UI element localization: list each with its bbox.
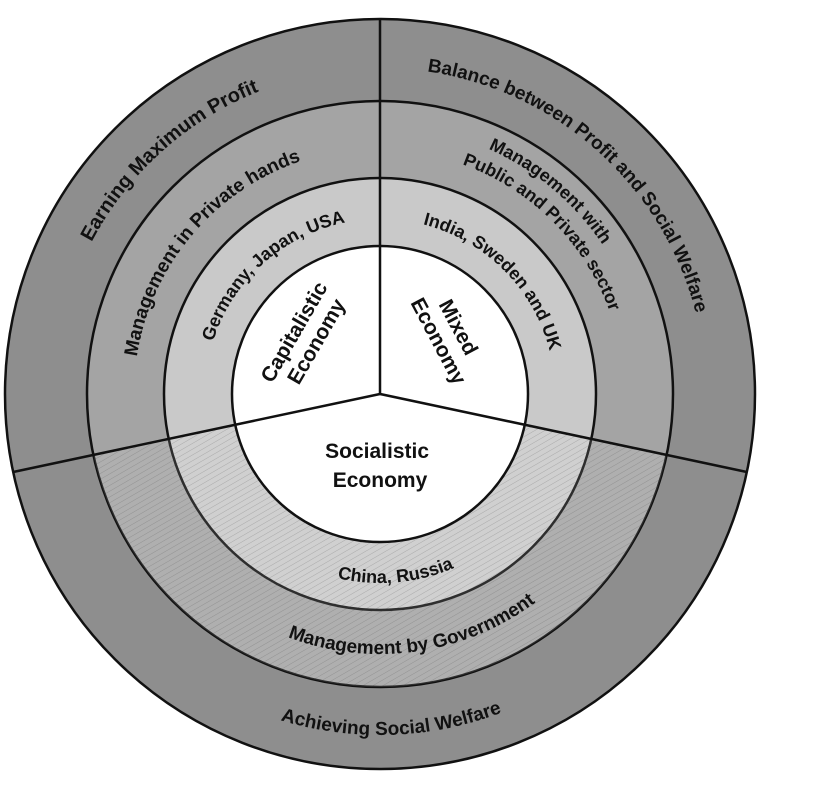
divider-left xyxy=(12,392,381,474)
socialistic-economy-label: Socialistic Economy xyxy=(325,440,435,492)
divider-right xyxy=(379,392,748,474)
socialistic-sector-texture xyxy=(93,424,667,687)
sector-dividers xyxy=(12,19,748,474)
